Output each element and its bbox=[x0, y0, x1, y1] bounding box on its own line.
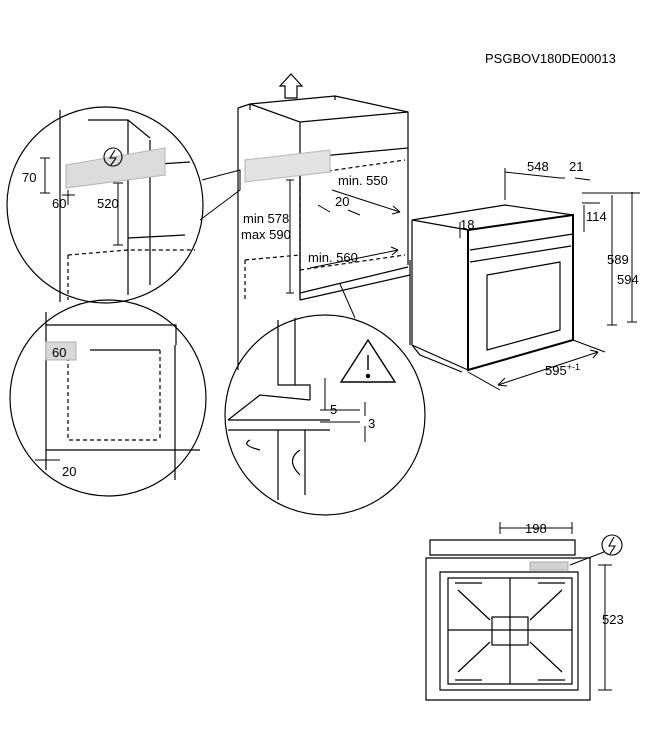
back-view-grey-strip bbox=[529, 561, 569, 571]
width-595-label: 595+-1 bbox=[545, 362, 580, 378]
detail-3-label: 3 bbox=[368, 416, 375, 431]
height-589-label: 589 bbox=[607, 252, 629, 267]
oven-back-view bbox=[425, 522, 612, 701]
power-symbol-icon bbox=[103, 147, 123, 167]
min-550-label: min. 550 bbox=[338, 173, 388, 188]
document-code: PSGBOV180DE00013 bbox=[485, 51, 616, 66]
detail-circle-bottom bbox=[224, 283, 426, 516]
height-594-label: 594 bbox=[617, 272, 639, 287]
cabinet-drawing bbox=[237, 95, 411, 370]
max-590-label: max 590 bbox=[241, 227, 291, 242]
detail-520-label: 520 bbox=[97, 196, 119, 211]
min-560-label: min. 560 bbox=[308, 250, 358, 265]
detail-5-label: 5 bbox=[330, 402, 337, 417]
back-power-symbol-icon bbox=[569, 534, 623, 566]
detail-circle-side bbox=[9, 299, 207, 497]
detail-side-grey-block bbox=[45, 341, 77, 361]
detail-circle-top bbox=[6, 106, 241, 304]
top-18-label: 18 bbox=[460, 217, 474, 232]
detail-70-label: 70 bbox=[22, 170, 36, 185]
depth-548-label: 548 bbox=[527, 159, 549, 174]
back-198-label: 198 bbox=[525, 521, 547, 536]
detail-side-20-label: 20 bbox=[62, 464, 76, 479]
detail-top-grey-strip bbox=[65, 147, 166, 189]
min-578-label: min 578 bbox=[243, 211, 289, 226]
detail-60-label: 60 bbox=[52, 196, 66, 211]
back-523-label: 523 bbox=[602, 612, 624, 627]
warning-triangle-icon bbox=[339, 338, 397, 383]
depth-20-label: 20 bbox=[335, 194, 349, 209]
panel-114-label: 114 bbox=[586, 209, 607, 224]
up-arrow-icon bbox=[278, 73, 304, 99]
depth-21-label: 21 bbox=[569, 159, 583, 174]
detail-side-60-label: 60 bbox=[52, 345, 66, 360]
oven-drawing bbox=[411, 168, 640, 391]
